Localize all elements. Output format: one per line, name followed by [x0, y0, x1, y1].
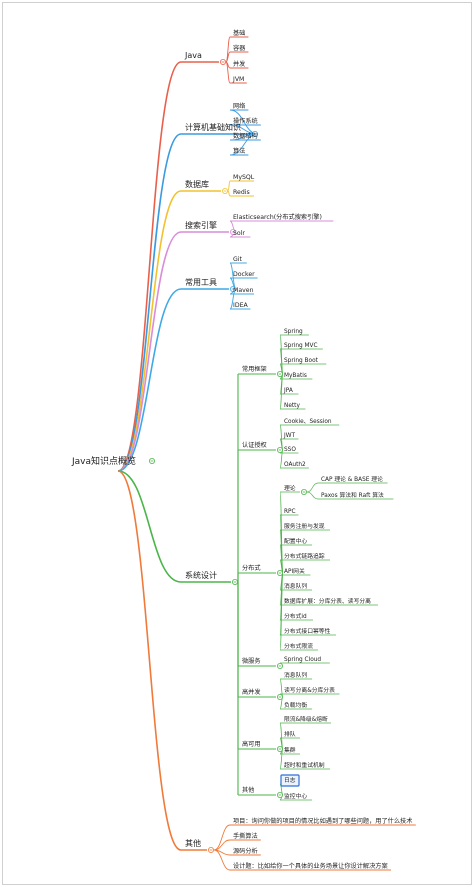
edge-6-0 — [213, 824, 231, 851]
branch-label-2[interactable]: 数据库 — [185, 179, 209, 189]
edge-2-0 — [227, 180, 231, 192]
selected-node-highlight — [280, 774, 300, 787]
leaf-label-5-2-5[interactable]: API网关 — [284, 567, 305, 575]
leaf-label-0-2[interactable]: 并发 — [233, 60, 245, 68]
leaf-label-5-2-0[interactable]: 理论 — [284, 484, 296, 492]
leaf-label-5-5-2[interactable]: 集群 — [284, 746, 296, 754]
leaf-label-6-1[interactable]: 手撕算法 — [233, 832, 258, 840]
edge-5-2-0-1 — [306, 491, 319, 500]
leaf-label-6-0[interactable]: 项目：询问你做的项目的情况比如遇到了哪些问题，用了什么技术 — [233, 817, 412, 825]
leaf-label-3-1[interactable]: Solr — [233, 230, 245, 237]
edge-root-to-6 — [117, 470, 182, 851]
branch-label-4[interactable]: 常用工具 — [185, 278, 217, 287]
sub-label-5-1[interactable]: 认证授权 — [242, 441, 267, 449]
leaf-label-5-2-10[interactable]: 分布式限流 — [284, 642, 313, 650]
leaf-label-5-2-8[interactable]: 分布式id — [284, 612, 307, 620]
leaf-label-1-3[interactable]: 算法 — [233, 147, 245, 155]
leaf-label-5-2-2[interactable]: 服务注册与发现 — [284, 522, 325, 530]
leaf-label-5-0-4[interactable]: JPA — [283, 388, 293, 394]
leaf-label-0-1[interactable]: 容器 — [233, 44, 246, 52]
edge-6-1 — [213, 839, 231, 851]
branch-label-3[interactable]: 搜索引擎 — [185, 220, 217, 230]
deep-label-5-2-0-1[interactable]: Paxos 算法和 Raft 算法 — [321, 491, 384, 499]
leaf-label-5-2-3[interactable]: 配置中心 — [284, 537, 307, 545]
leaf-label-4-3[interactable]: IDEA — [233, 302, 248, 309]
leaf-label-5-5-0[interactable]: 限流&降级&熔断 — [284, 715, 328, 723]
branch-label-6[interactable]: 其他 — [185, 838, 201, 848]
leaf-label-5-0-0[interactable]: Spring — [284, 329, 303, 335]
sub-label-5-2[interactable]: 分布式 — [242, 564, 261, 572]
branch-label-0[interactable]: Java — [184, 51, 202, 60]
leaf-label-5-1-3[interactable]: OAuth2 — [284, 462, 306, 468]
leaf-label-5-2-4[interactable]: 分布式链路追踪 — [284, 552, 325, 560]
leaf-label-4-0[interactable]: Git — [233, 256, 243, 263]
edge-root-to-1 — [117, 133, 182, 472]
sub-label-5-6[interactable]: 其他 — [242, 786, 254, 794]
leaf-label-5-0-3[interactable]: MyBatis — [284, 373, 307, 379]
edge-6-3 — [213, 849, 231, 871]
leaf-label-1-0[interactable]: 网络 — [233, 102, 245, 110]
leaf-label-0-0[interactable]: 基础 — [233, 29, 245, 37]
edge-2-1 — [227, 190, 231, 197]
leaf-label-5-1-2[interactable]: SSO — [284, 447, 296, 453]
edge-0-3 — [225, 61, 231, 84]
leaf-label-0-3[interactable]: JVM — [232, 76, 244, 83]
leaf-label-4-2[interactable]: Maven — [233, 287, 254, 294]
sub-label-5-5[interactable]: 高可用 — [242, 740, 261, 748]
leaf-label-5-2-7[interactable]: 数据库扩展：分库分表、读写分离 — [284, 597, 371, 605]
sub-label-5-4[interactable]: 高并发 — [242, 688, 261, 696]
edge-5-2-10 — [279, 572, 284, 651]
leaf-label-5-0-5[interactable]: Netty — [284, 403, 300, 409]
branch-label-5[interactable]: 系统设计 — [185, 570, 217, 580]
leaf-label-2-0[interactable]: MySQL — [233, 174, 255, 181]
leaf-label-6-3[interactable]: 设计题：比如给你一个具体的业务场景让你设计解决方案 — [233, 862, 388, 870]
edge-root-to-5 — [117, 470, 182, 583]
leaf-label-5-2-9[interactable]: 分布式接口幂等性 — [284, 627, 331, 635]
leaf-label-1-1[interactable]: 操作系统 — [233, 117, 258, 125]
leaf-label-5-2-6[interactable]: 消息队列 — [284, 582, 307, 590]
leaf-label-3-0[interactable]: Elasticsearch(分布式搜索引擎) — [233, 213, 322, 221]
leaf-label-5-4-0[interactable]: 消息队列 — [284, 671, 307, 679]
leaf-label-5-6-1[interactable]: 监控中心 — [284, 792, 307, 800]
sub-label-5-3[interactable]: 微服务 — [242, 657, 261, 665]
leaf-label-5-3-0[interactable]: Spring Cloud — [284, 657, 321, 663]
leaf-label-1-2[interactable]: 数据结构 — [233, 132, 258, 140]
edge-root-to-2 — [117, 190, 182, 472]
leaf-label-5-0-1[interactable]: Spring MVC — [284, 343, 318, 349]
leaf-label-5-6-0[interactable]: 日志 — [284, 776, 296, 784]
leaf-label-4-1[interactable]: Docker — [233, 271, 255, 278]
leaf-label-2-1[interactable]: Redis — [233, 189, 250, 196]
leaf-label-5-2-1[interactable]: RPC — [284, 509, 296, 515]
edge-root-to-0 — [117, 61, 182, 472]
sub-label-5-0[interactable]: 常用框架 — [242, 365, 267, 373]
leaf-label-5-1-0[interactable]: Cookie、Session — [284, 419, 332, 425]
edge-5-2-0-0 — [306, 482, 319, 493]
deep-label-5-2-0-0[interactable]: CAP 理论 & BASE 理论 — [321, 475, 383, 483]
edges-layer — [117, 36, 416, 871]
leaf-label-5-5-3[interactable]: 超时和重试机制 — [284, 761, 325, 769]
leaf-label-5-0-2[interactable]: Spring Boot — [284, 358, 319, 364]
leaf-label-6-2[interactable]: 源码分析 — [233, 847, 258, 855]
branch-label-1[interactable]: 计算机基础知识 — [185, 122, 241, 132]
leaf-label-5-1-1[interactable]: JWT — [283, 433, 295, 439]
root-node-label[interactable]: Java知识点概览 — [71, 455, 136, 467]
leaf-label-5-4-2[interactable]: 负载均衡 — [284, 701, 307, 709]
edge-root-to-4 — [117, 288, 182, 472]
leaf-label-5-5-1[interactable]: 排队 — [284, 730, 296, 738]
leaf-label-5-4-1[interactable]: 读写分离&分库分表 — [284, 686, 335, 694]
edge-root-to-3 — [117, 231, 182, 472]
